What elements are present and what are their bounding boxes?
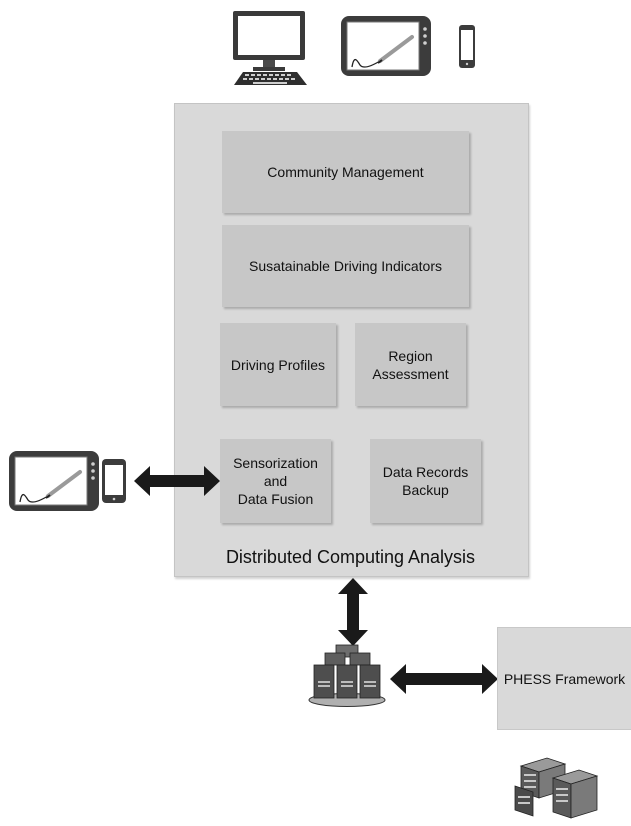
server-rack-icon <box>514 757 599 819</box>
desktop-computer-icon <box>233 11 307 85</box>
bidirectional-arrow-devices-sensorization <box>134 466 220 496</box>
phess-framework-label: PHESS Framework <box>503 670 626 687</box>
bidirectional-arrow-cluster-phess <box>390 664 498 694</box>
server-cluster-icon <box>308 644 386 707</box>
module-label: Driving Profiles <box>230 356 326 373</box>
container-label: Distributed Computing Analysis <box>225 547 476 567</box>
module-sensorization-data-fusion: Sensorization and Data Fusion <box>220 439 331 523</box>
module-community-management: Community Management <box>222 131 469 213</box>
module-label: Sensorization and Data Fusion <box>233 455 318 507</box>
module-label: Region Assessment <box>372 347 449 382</box>
module-data-records-backup: Data Records Backup <box>370 439 481 523</box>
module-sustainable-driving-indicators: Susatainable Driving Indicators <box>222 225 469 307</box>
smartphone-icon <box>459 25 475 68</box>
module-region-assessment: Region Assessment <box>355 323 466 406</box>
smartphone-icon <box>102 459 126 503</box>
tablet-icon <box>9 451 99 511</box>
tablet-icon <box>341 16 431 76</box>
module-label: Community Management <box>267 164 424 180</box>
phess-framework-box: PHESS Framework <box>497 627 631 730</box>
bidirectional-arrow-container-cluster <box>338 578 368 646</box>
module-driving-profiles: Driving Profiles <box>220 323 336 406</box>
module-label: Susatainable Driving Indicators <box>249 258 442 274</box>
module-label: Data Records Backup <box>382 464 469 498</box>
